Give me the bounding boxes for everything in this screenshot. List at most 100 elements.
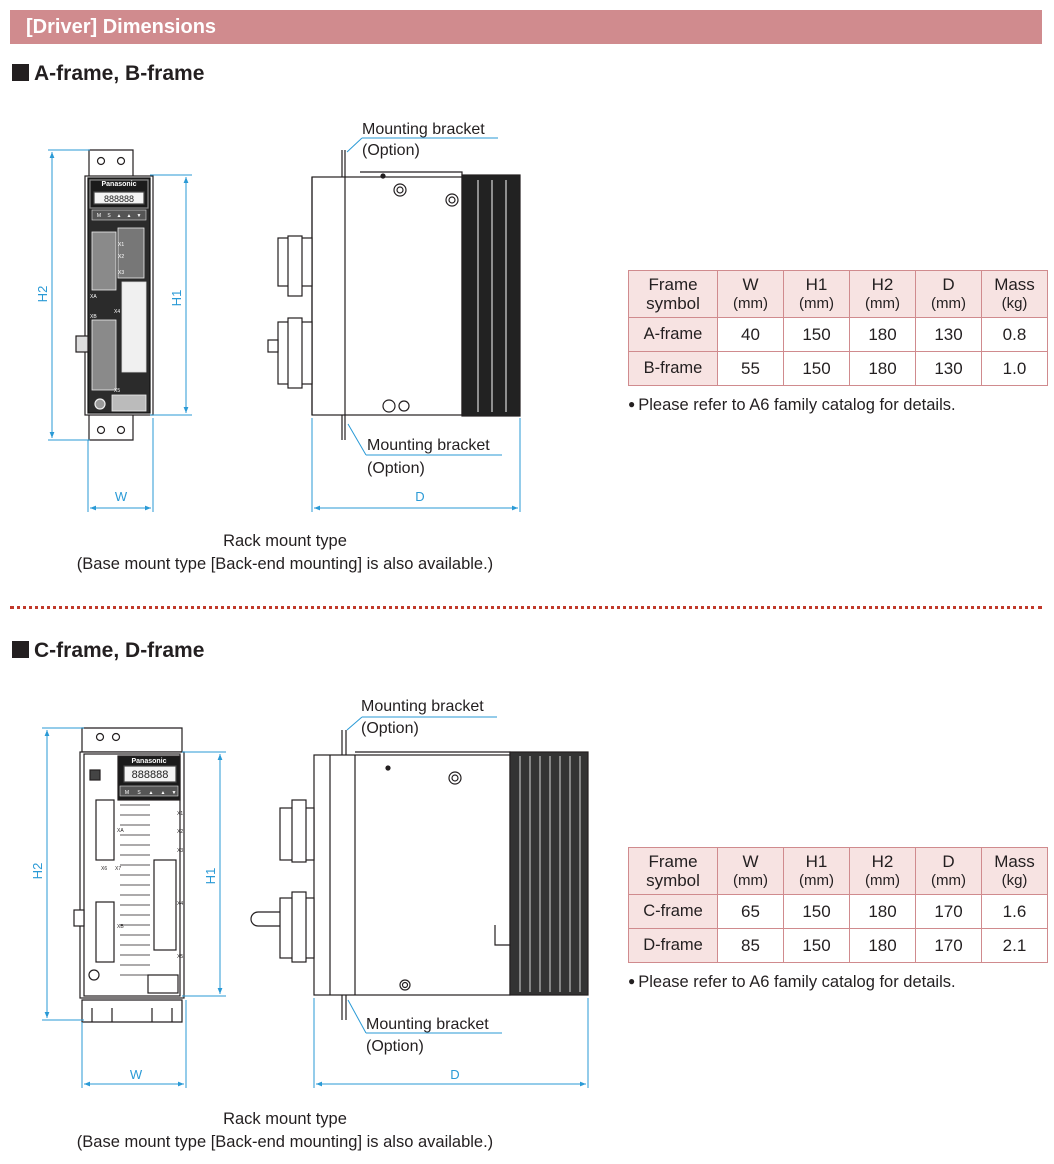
table-header-cell: H1(mm) xyxy=(783,847,850,895)
section-title-cd: C-frame, D-frame xyxy=(12,639,204,663)
section-separator xyxy=(10,606,1042,609)
square-bullet-icon xyxy=(12,64,29,81)
key-label-cd: ▲ xyxy=(149,790,154,796)
connector-label-cd: X1 xyxy=(177,811,183,817)
key-label-cd: ▲ xyxy=(161,790,166,796)
table-cell: B-frame xyxy=(628,351,718,386)
table-row: D-frame 85 150 180 170 2.1 xyxy=(628,928,1048,963)
table-cell: 85 xyxy=(717,928,784,963)
side-view-ab xyxy=(267,150,521,440)
connector-label-ab: X4 xyxy=(114,309,120,315)
table-cell: 1.6 xyxy=(981,894,1048,929)
front-view-ab xyxy=(75,149,154,441)
key-label-ab: ▲ xyxy=(127,213,132,219)
connector-label-ab: X3 xyxy=(118,270,124,276)
dim-label-d-ab: D xyxy=(415,489,424,504)
square-bullet-icon xyxy=(12,641,29,658)
key-label-ab: ▼ xyxy=(137,213,142,219)
note-ab: ●Please refer to A6 family catalog for d… xyxy=(628,396,956,414)
key-label-cd: M xyxy=(125,790,129,796)
table-header-cell: D(mm) xyxy=(915,270,982,318)
table-cell: D-frame xyxy=(628,928,718,963)
connector-label-cd: X6 xyxy=(101,866,107,872)
table-header-cell: H1(mm) xyxy=(783,270,850,318)
dim-label-d-cd: D xyxy=(450,1067,459,1082)
table-cell: 2.1 xyxy=(981,928,1048,963)
table-row: B-frame 55 150 180 130 1.0 xyxy=(628,351,1048,386)
table-header-cell: D(mm) xyxy=(915,847,982,895)
table-cell: 150 xyxy=(783,351,850,386)
connector-label-cd: X2 xyxy=(177,829,183,835)
drawing-cd: Panasonic 888888 M S ▲ ▲ ▼ X1 X2 X3 X4 X… xyxy=(30,698,589,1088)
dim-label-h1-cd: H1 xyxy=(203,868,218,885)
table-cell: 150 xyxy=(783,928,850,963)
connector-label-cd: X4 xyxy=(177,901,183,907)
bracket-label-top-ab: Mounting bracket xyxy=(362,121,485,138)
led-display-ab: 888888 xyxy=(104,194,134,204)
table-cell: 180 xyxy=(849,317,916,352)
bracket-label-bottom-ab: Mounting bracket xyxy=(367,437,490,454)
connector-label-cd: XA xyxy=(117,828,124,834)
caption-cd: Rack mount type (Base mount type [Back-e… xyxy=(76,1110,494,1151)
table-header-cell: Mass(kg) xyxy=(981,270,1048,318)
section-title-ab: A-frame, B-frame xyxy=(12,62,204,86)
key-label-ab: ▲ xyxy=(117,213,122,219)
connector-label-ab: XB xyxy=(90,314,97,320)
bracket-option-bottom-cd: (Option) xyxy=(366,1038,424,1055)
bracket-option-top-cd: (Option) xyxy=(361,720,419,737)
bracket-label-top-cd: Mounting bracket xyxy=(361,698,484,715)
table-cell: 55 xyxy=(717,351,784,386)
table-header-cell: Mass(kg) xyxy=(981,847,1048,895)
connector-label-ab: X5 xyxy=(114,388,120,394)
table-cell: 180 xyxy=(849,928,916,963)
table-cell: 130 xyxy=(915,351,982,386)
table-header-cell: H2(mm) xyxy=(849,847,916,895)
dim-label-h2-cd: H2 xyxy=(30,863,45,880)
connector-label-ab: XA xyxy=(90,294,97,300)
table-header-cell: H2(mm) xyxy=(849,270,916,318)
connector-label-cd: X5 xyxy=(177,954,183,960)
brand-logo-ab: Panasonic xyxy=(101,181,136,188)
table-cell: 40 xyxy=(717,317,784,352)
dimension-lines-ab xyxy=(48,149,521,512)
table-cell: 180 xyxy=(849,894,916,929)
connector-label-ab: X1 xyxy=(118,242,124,248)
connector-label-cd: X3 xyxy=(177,848,183,854)
bullet-icon: ● xyxy=(628,397,636,411)
dim-label-w-cd: W xyxy=(130,1067,143,1082)
dim-label-w-ab: W xyxy=(115,489,128,504)
page-header: [Driver] Dimensions xyxy=(10,10,1042,44)
table-cell: A-frame xyxy=(628,317,718,352)
caption-ab: Rack mount type (Base mount type [Back-e… xyxy=(76,532,494,573)
connector-label-ab: X2 xyxy=(118,254,124,260)
front-view-cd xyxy=(73,727,185,1023)
table-cell: 170 xyxy=(915,928,982,963)
table-cell: 150 xyxy=(783,894,850,929)
table-cell: 180 xyxy=(849,351,916,386)
dim-label-h2-ab: H2 xyxy=(35,286,50,303)
key-label-cd: S xyxy=(137,790,141,796)
table-cell: C-frame xyxy=(628,894,718,929)
key-label-cd: ▼ xyxy=(172,790,177,796)
table-header-cell: W(mm) xyxy=(717,270,784,318)
bracket-option-bottom-ab: (Option) xyxy=(367,460,425,477)
table-cell: 130 xyxy=(915,317,982,352)
connector-label-cd: X7 xyxy=(115,866,121,872)
table-row: C-frame 65 150 180 170 1.6 xyxy=(628,894,1048,929)
dim-label-h1-ab: H1 xyxy=(169,290,184,307)
table-cell: 0.8 xyxy=(981,317,1048,352)
table-cell: 65 xyxy=(717,894,784,929)
drawing-ab: Panasonic 888888 M S ▲ ▲ ▼ X1 X2 X3 X4 X… xyxy=(35,121,521,512)
bullet-icon: ● xyxy=(628,974,636,988)
table-row: A-frame 40 150 180 130 0.8 xyxy=(628,317,1048,352)
side-view-cd xyxy=(250,730,589,1020)
table-header-cell: W(mm) xyxy=(717,847,784,895)
table-cell: 170 xyxy=(915,894,982,929)
key-label-ab: M xyxy=(97,213,101,219)
